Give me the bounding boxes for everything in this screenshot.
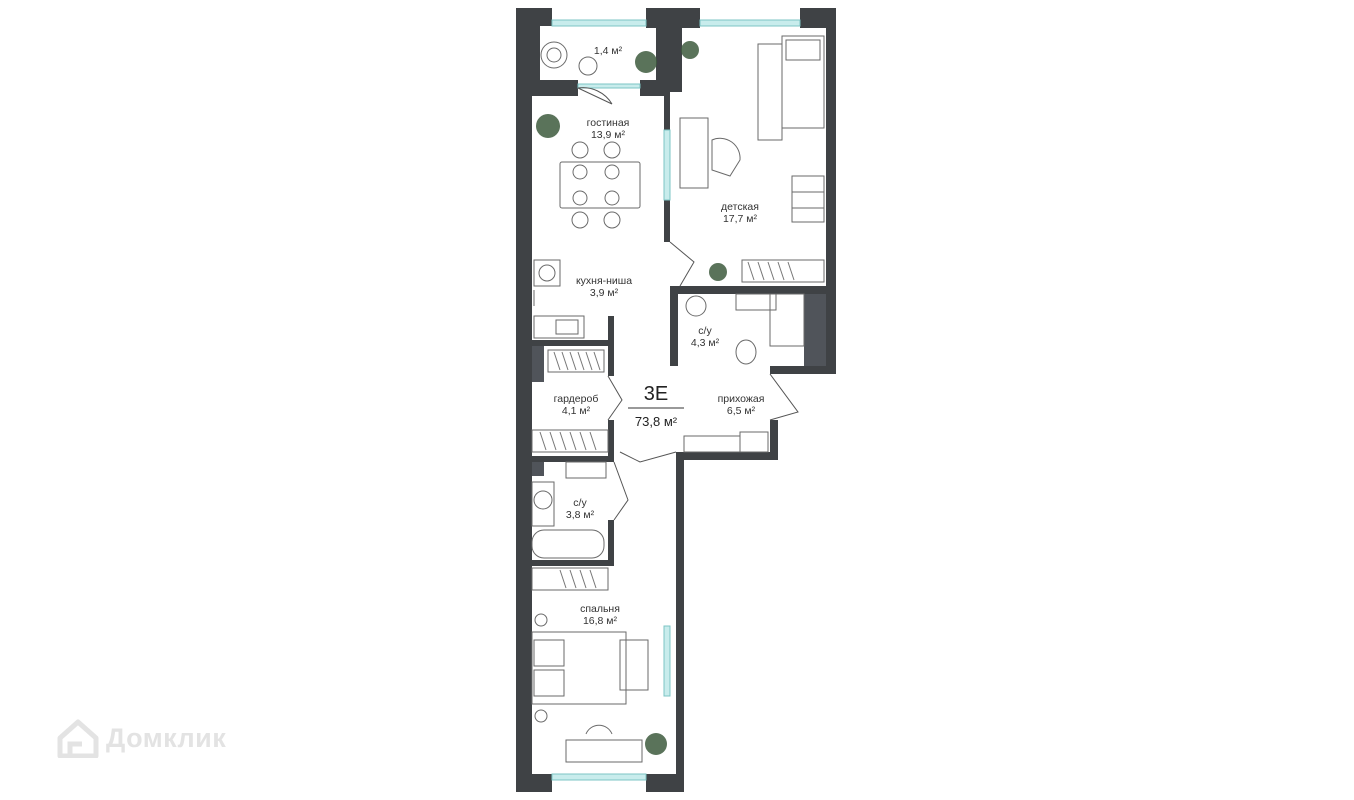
apartment-total-area: 73,8 м²: [635, 414, 678, 429]
house-icon: [57, 719, 99, 758]
watermark-text: Домклик: [106, 722, 227, 753]
room-bath1-area: 4,3 м²: [691, 337, 720, 349]
room-labels: 1,4 м² гостиная 13,9 м² детская 17,7 м² …: [554, 45, 765, 627]
room-kids-area: 17,7 м²: [723, 213, 758, 225]
room-hall-name: прихожая: [718, 393, 765, 405]
room-kids-name: детская: [721, 201, 759, 213]
room-wardrobe-area: 4,1 м²: [562, 405, 591, 417]
doors: [577, 87, 799, 521]
windows: [551, 19, 801, 781]
room-living-name: гостиная: [587, 117, 630, 129]
room-wardrobe-name: гардероб: [554, 393, 599, 405]
watermark: Домклик: [56, 718, 226, 758]
room-kitchen-name: кухня-ниша: [576, 275, 632, 287]
room-bath2-name: с/у: [573, 497, 587, 509]
room-bedroom-name: спальня: [580, 603, 620, 615]
room-balcony-area: 1,4 м²: [594, 45, 623, 57]
apartment-type-badge: 3E 73,8 м²: [628, 383, 684, 429]
room-hall-area: 6,5 м²: [727, 405, 756, 417]
room-kitchen-area: 3,9 м²: [590, 287, 619, 299]
room-living-area: 13,9 м²: [591, 129, 626, 141]
room-bedroom-area: 16,8 м²: [583, 615, 618, 627]
apartment-type-code: 3E: [644, 383, 668, 405]
room-bath1-name: с/у: [698, 325, 712, 337]
plants: [536, 41, 727, 755]
room-bath2-area: 3,8 м²: [566, 509, 595, 521]
furniture: [531, 35, 825, 763]
